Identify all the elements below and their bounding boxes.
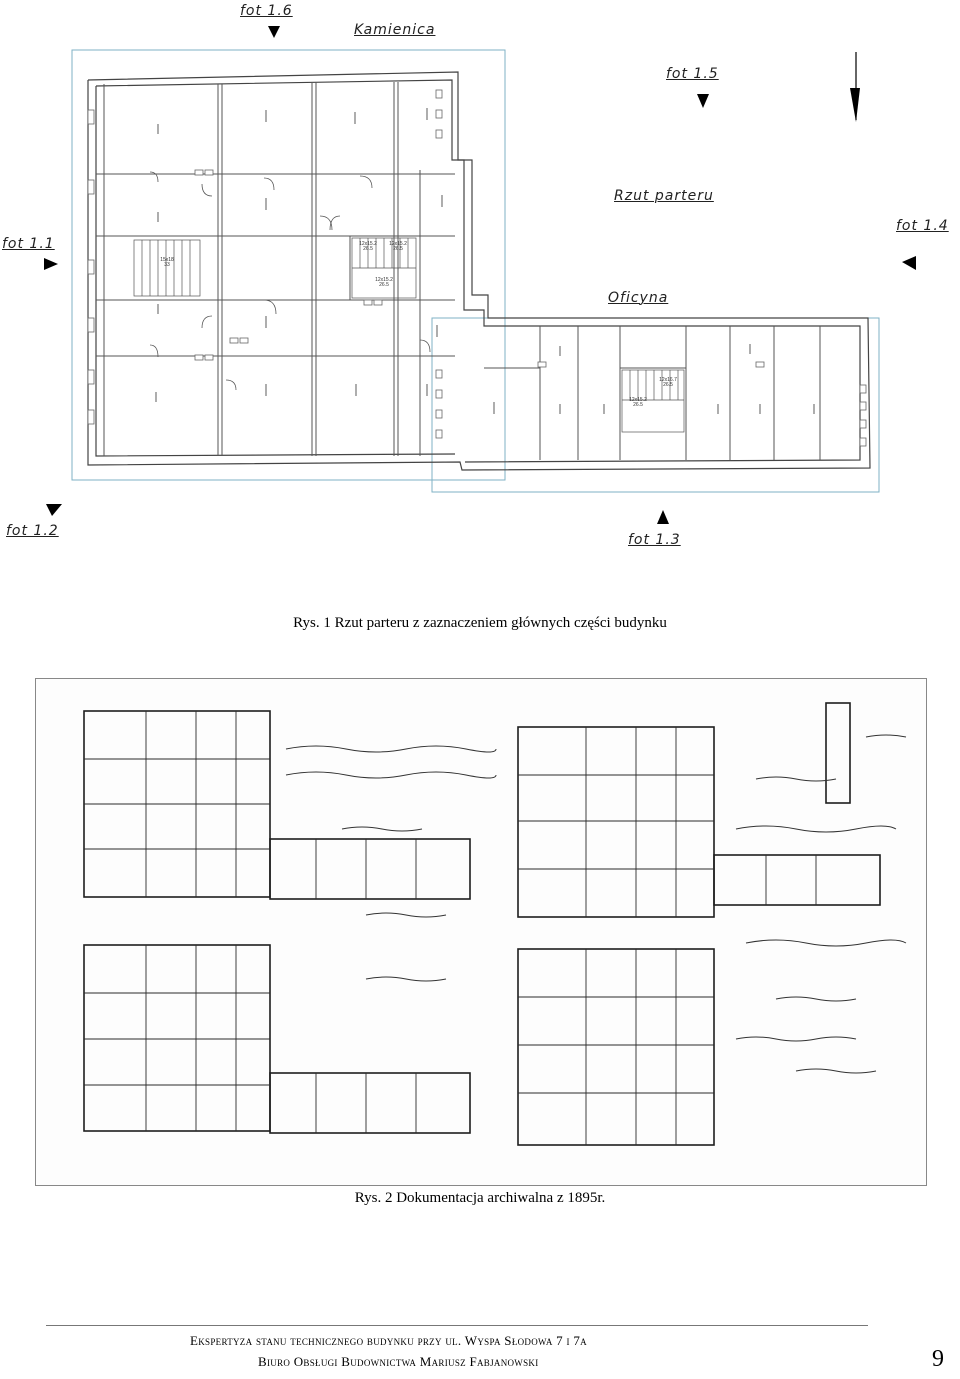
caption-rys-2: Rys. 2 Dokumentacja archiwalna z 1895r.	[354, 1190, 606, 1206]
caption-rys-1: Rys. 1 Rzut parteru z zaznaczeniem główn…	[293, 615, 667, 631]
stair-label: 12x15.2 26.5	[389, 241, 407, 252]
label-kamienica: Kamienica	[354, 22, 436, 38]
photo-marker-fot-1-3: fot 1.3	[628, 532, 681, 548]
page-number: 9	[932, 1346, 944, 1372]
photo-marker-fot-1-4: fot 1.4	[896, 218, 949, 234]
floor-plan-figure: Kamienica Oficyna Rzut parteru fot 1.6 f…	[0, 0, 960, 600]
staircases	[133, 237, 685, 433]
kamienica-frame	[71, 49, 506, 481]
label-rzut-parteru: Rzut parteru	[614, 188, 714, 204]
footer-rule	[46, 1325, 868, 1326]
photo-marker-arrows	[44, 26, 916, 524]
photo-marker-fot-1-5: fot 1.5	[666, 66, 719, 82]
archive-scan-frame	[35, 678, 927, 1186]
photo-marker-fot-1-6: fot 1.6	[240, 3, 293, 19]
archive-plan-image	[83, 702, 907, 1146]
photo-marker-fot-1-1: fot 1.1	[2, 236, 55, 252]
oficyna-frame	[431, 317, 880, 493]
main-building-outline	[87, 71, 871, 471]
windows	[87, 89, 867, 447]
interior-walls	[96, 82, 821, 460]
floor-plan-drawing	[44, 26, 916, 524]
stair-label: 12x16.7 26.5	[659, 377, 677, 388]
photo-marker-fot-1-2: fot 1.2	[6, 523, 59, 539]
label-oficyna: Oficyna	[608, 290, 669, 306]
door-swings	[149, 171, 431, 391]
stair-label: 12x15.2 26.5	[375, 277, 393, 288]
stair-label: 15x18 33	[160, 257, 174, 268]
footer-company: Biuro Obsługi Budownictwa Mariusz Fabjan…	[258, 1354, 539, 1369]
footer-title: Ekspertyza stanu technicznego budynku pr…	[190, 1333, 587, 1348]
stair-label: 12x15.2 26.5	[629, 397, 647, 408]
room-markers	[155, 108, 815, 414]
stair-label: 12x15.2 26.5	[359, 241, 377, 252]
